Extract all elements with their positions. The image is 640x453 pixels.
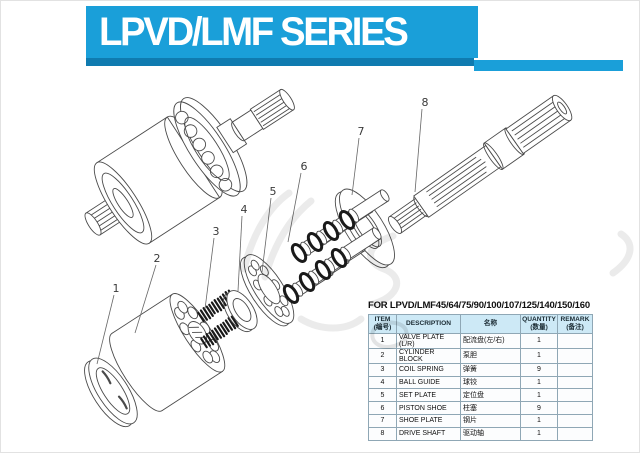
- col-header-name: 名称: [460, 314, 521, 334]
- series-banner: LPVD/LMF SERIES: [86, 6, 478, 58]
- col-header-remark: REMARK (备注): [557, 314, 593, 334]
- col-header-item: ITEM (编号): [368, 314, 397, 334]
- col-header-quantity: QUANTITY (数量): [520, 314, 558, 334]
- assembled-output-shaft: [216, 88, 295, 154]
- table-row: 1 VALVE PLATE (L/R) 配流盘(左/右) 1: [368, 332, 593, 349]
- banner-underline-bar: [86, 58, 474, 66]
- table-row: 7 SHOE PLATE 钢片 1: [368, 414, 593, 428]
- callout-numbers: 1 2 3 4 5 6 7 8: [113, 96, 429, 295]
- callout-3: 3: [213, 225, 220, 238]
- part-set-plate: [240, 254, 295, 327]
- banner-extension-bar: [474, 60, 623, 71]
- table-row: 3 COIL SPRING 弹簧 9: [368, 362, 593, 377]
- parts-table: ITEM (编号) DESCRIPTION 名称 QUANTITY (数量) R: [368, 314, 593, 441]
- assembled-rotary-group: [84, 88, 295, 245]
- watermark: [240, 189, 634, 332]
- callout-7: 7: [358, 125, 365, 138]
- col-header-description: DESCRIPTION: [396, 314, 461, 334]
- callout-2: 2: [154, 252, 161, 265]
- callout-6: 6: [301, 160, 308, 173]
- table-row: 2 CYLINDER BLOCK 泵胆 1: [368, 347, 593, 364]
- callout-5: 5: [270, 185, 277, 198]
- part-valve-plate: [84, 357, 138, 428]
- part-cylinder-block: [109, 293, 226, 412]
- callout-1: 1: [113, 282, 120, 295]
- parts-table-title: FOR LPVD/LMF45/64/75/90/100/107/125/140/…: [368, 300, 590, 311]
- page-title: LPVD/LMF SERIES: [99, 9, 409, 54]
- callout-4: 4: [241, 203, 248, 216]
- table-row: 5 SET PLATE 定位盘 1: [368, 388, 593, 403]
- part-drive-shaft: [387, 94, 573, 234]
- part-ball-guide: [223, 290, 258, 333]
- parts-table-block: FOR LPVD/LMF45/64/75/90/100/107/125/140/…: [368, 300, 594, 441]
- callout-8: 8: [422, 96, 429, 109]
- table-row: 4 BALL GUIDE 球铰 1: [368, 375, 593, 390]
- callout-leader-lines: [96, 108, 423, 365]
- table-row: 8 DRIVE SHAFT 驱动轴 1: [368, 426, 593, 441]
- assembled-body: [93, 115, 223, 245]
- table-header-row: ITEM (编号) DESCRIPTION 名称 QUANTITY (数量) R: [368, 314, 593, 334]
- table-row: 6 PISTON SHOE 柱塞 9: [368, 401, 593, 415]
